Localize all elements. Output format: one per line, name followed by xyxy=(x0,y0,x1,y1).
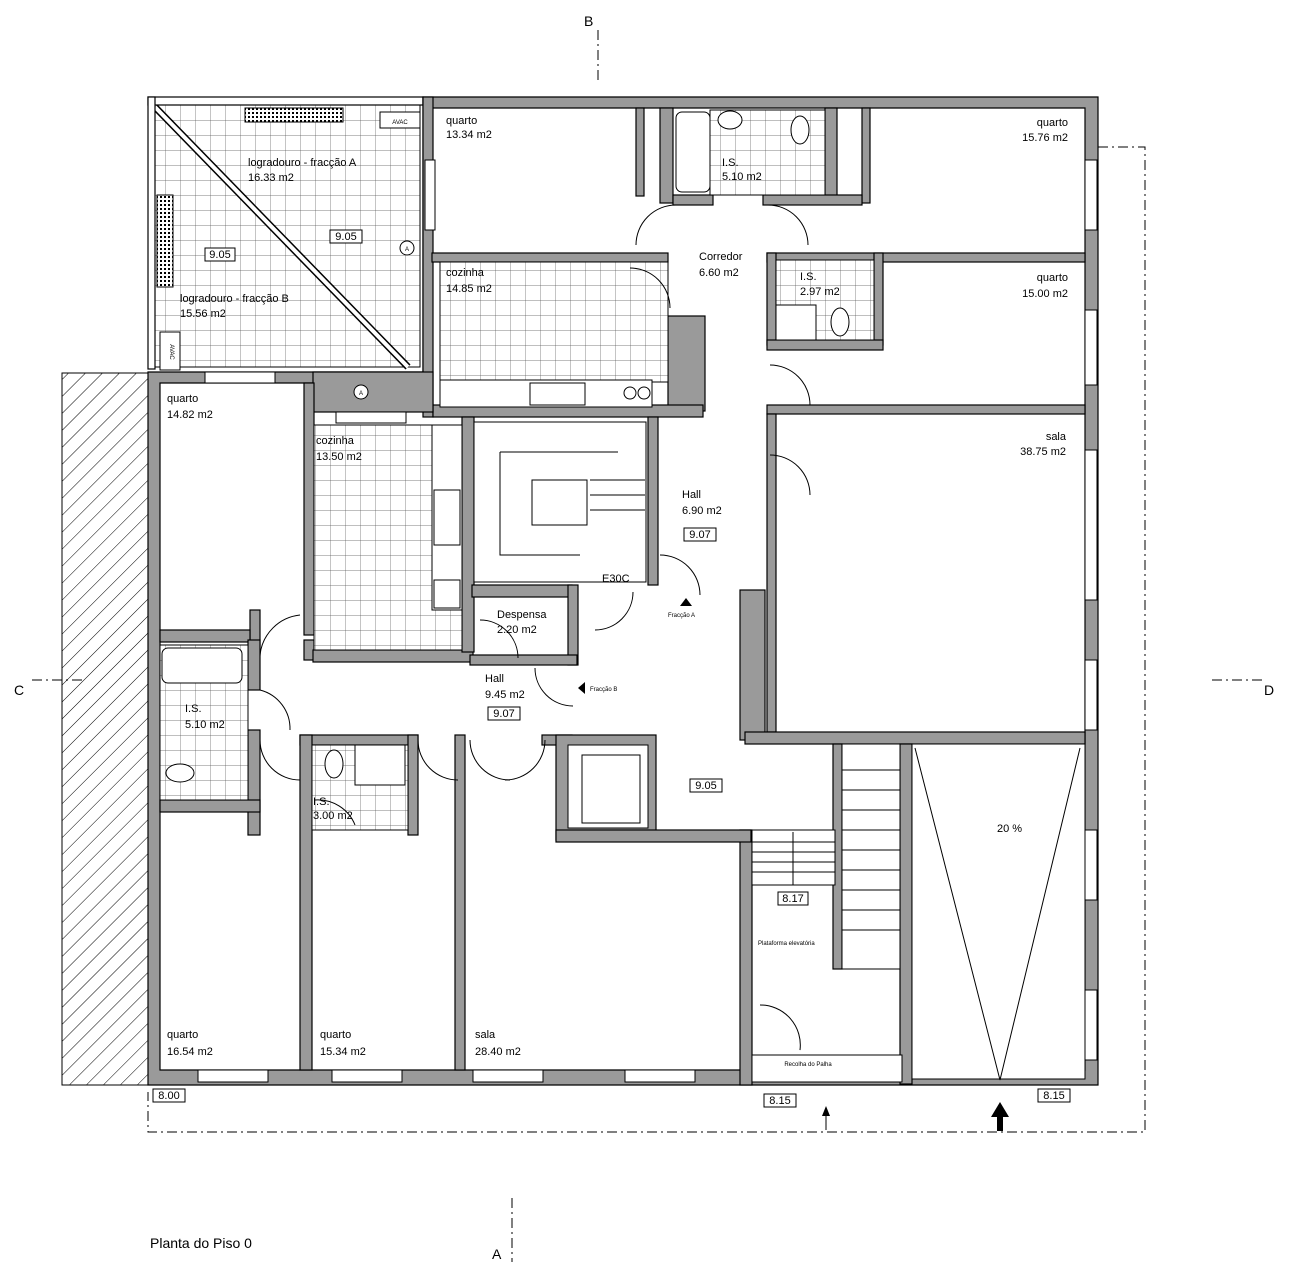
room-quarto-5-name: quarto xyxy=(167,1029,198,1041)
elevator xyxy=(567,744,649,829)
room-is-2-area: 2.97 m2 xyxy=(800,286,840,298)
room-quarto-6-name: quarto xyxy=(320,1029,351,1041)
level-exterior-center: 8.15 xyxy=(769,1095,790,1107)
section-mark-bottom: A xyxy=(492,1246,502,1262)
shower-is-4 xyxy=(354,744,406,786)
section-mark-right: D xyxy=(1264,682,1274,698)
room-is-4-area: 3.00 m2 xyxy=(313,810,353,822)
room-quarto-2-area: 15.76 m2 xyxy=(1022,132,1068,144)
room-cozinha-2-name: cozinha xyxy=(316,435,355,447)
room-sala-2-area: 28.40 m2 xyxy=(475,1046,521,1058)
mark-a-1: A xyxy=(405,247,409,253)
room-is-3-name: I.S. xyxy=(185,703,202,715)
room-quarto-1-name: quarto xyxy=(446,115,477,127)
avac-label-2: AVAC xyxy=(168,344,174,360)
planter-left xyxy=(156,194,174,288)
bathtub-is-3 xyxy=(161,647,243,684)
room-quarto-4-name: quarto xyxy=(167,393,198,405)
planter-top xyxy=(244,107,344,123)
wc-is-4 xyxy=(324,749,344,779)
level-hall-2: 9.07 xyxy=(493,708,514,720)
fraccao-b-label: Fracção B xyxy=(590,687,617,693)
annotations: E30C Fracção A Fracção B Plataforma elev… xyxy=(168,120,1022,1131)
hob-cozinha-2 xyxy=(433,579,461,609)
level-steps: 8.17 xyxy=(782,893,803,905)
wc-is-3 xyxy=(165,763,195,783)
recolha-label: Recolha do Palha xyxy=(784,1062,832,1068)
avac-left xyxy=(159,331,181,371)
shower-is-2 xyxy=(775,304,817,341)
fraccao-a-label: Fracção A xyxy=(668,613,695,619)
wc-is-1 xyxy=(790,115,810,145)
cozinha-1-floor xyxy=(439,261,669,383)
room-corredor-area: 6.60 m2 xyxy=(699,267,739,279)
avac-top xyxy=(379,111,421,129)
level-exterior-right: 8.15 xyxy=(1043,1090,1064,1102)
room-cozinha-1-area: 14.85 m2 xyxy=(446,283,492,295)
recolha-box xyxy=(751,1054,903,1083)
neighbour-hatch xyxy=(61,372,149,1086)
bathtub-is-1 xyxy=(675,111,711,193)
room-quarto-5-area: 16.54 m2 xyxy=(167,1046,213,1058)
room-cozinha-1-name: cozinha xyxy=(446,267,485,279)
level-logradouro-b: 9.05 xyxy=(209,249,230,261)
section-mark-top: B xyxy=(584,13,593,29)
room-quarto-4-area: 14.82 m2 xyxy=(167,409,213,421)
room-hall-1-area: 6.90 m2 xyxy=(682,505,722,517)
room-hall-2-name: Hall xyxy=(485,673,504,685)
sink-cozinha-1 xyxy=(529,382,586,406)
room-logradouro-a-name: logradouro - fracção A xyxy=(248,157,357,169)
sink-cozinha-2 xyxy=(433,489,461,546)
mark-a-2: A xyxy=(359,391,363,397)
room-labels: logradouro - fracção A 16.33 m2 logradou… xyxy=(167,115,1068,1058)
avac-label-1: AVAC xyxy=(392,120,408,126)
room-quarto-6-area: 15.34 m2 xyxy=(320,1046,366,1058)
windows xyxy=(197,159,1098,1083)
plan-title: Planta do Piso 0 xyxy=(150,1235,252,1251)
room-despensa-name: Despensa xyxy=(497,609,547,621)
door-swings xyxy=(259,204,811,1051)
wc-is-2 xyxy=(830,307,850,337)
room-sala-1-name: sala xyxy=(1046,431,1067,443)
room-is-1-area: 5.10 m2 xyxy=(722,171,762,183)
basin-is-1 xyxy=(717,110,743,130)
plataforma-label: Plataforma elevatória xyxy=(758,941,815,947)
room-sala-1-area: 38.75 m2 xyxy=(1020,446,1066,458)
staircase-rear xyxy=(841,743,901,970)
level-hall-1: 9.07 xyxy=(689,529,710,541)
site-boundary xyxy=(147,146,1146,1133)
room-quarto-1-area: 13.34 m2 xyxy=(446,129,492,141)
section-mark-left: C xyxy=(14,682,24,698)
staircase-central xyxy=(473,421,647,583)
room-cozinha-2-area: 13.50 m2 xyxy=(316,451,362,463)
room-is-2-name: I.S. xyxy=(800,271,817,283)
room-corredor-name: Corredor xyxy=(699,251,743,263)
level-markers: 9.05 9.05 9.07 9.07 9.05 8.17 8.00 8.15 … xyxy=(152,229,1071,1108)
ramp-slope-label: 20 % xyxy=(997,823,1022,835)
level-entrance: 9.05 xyxy=(695,780,716,792)
room-logradouro-b-name: logradouro - fracção B xyxy=(180,293,289,305)
e30c-label: E30C xyxy=(602,573,630,585)
room-hall-2-area: 9.45 m2 xyxy=(485,689,525,701)
room-sala-2-name: sala xyxy=(475,1029,496,1041)
room-quarto-2-name: quarto xyxy=(1037,117,1068,129)
level-exterior-left: 8.00 xyxy=(158,1090,179,1102)
entrance-steps xyxy=(751,829,836,886)
room-is-3-area: 5.10 m2 xyxy=(185,719,225,731)
room-is-4-name: I.S. xyxy=(313,796,330,808)
level-logradouro-a: 9.05 xyxy=(335,231,356,243)
room-quarto-3-name: quarto xyxy=(1037,272,1068,284)
room-quarto-3-area: 15.00 m2 xyxy=(1022,288,1068,300)
garage-ramp xyxy=(911,743,1086,1081)
room-is-1-name: I.S. xyxy=(722,157,739,169)
room-logradouro-a-area: 16.33 m2 xyxy=(248,172,294,184)
room-logradouro-b-area: 15.56 m2 xyxy=(180,308,226,320)
room-hall-1-name: Hall xyxy=(682,489,701,501)
room-despensa-area: 2.20 m2 xyxy=(497,624,537,636)
